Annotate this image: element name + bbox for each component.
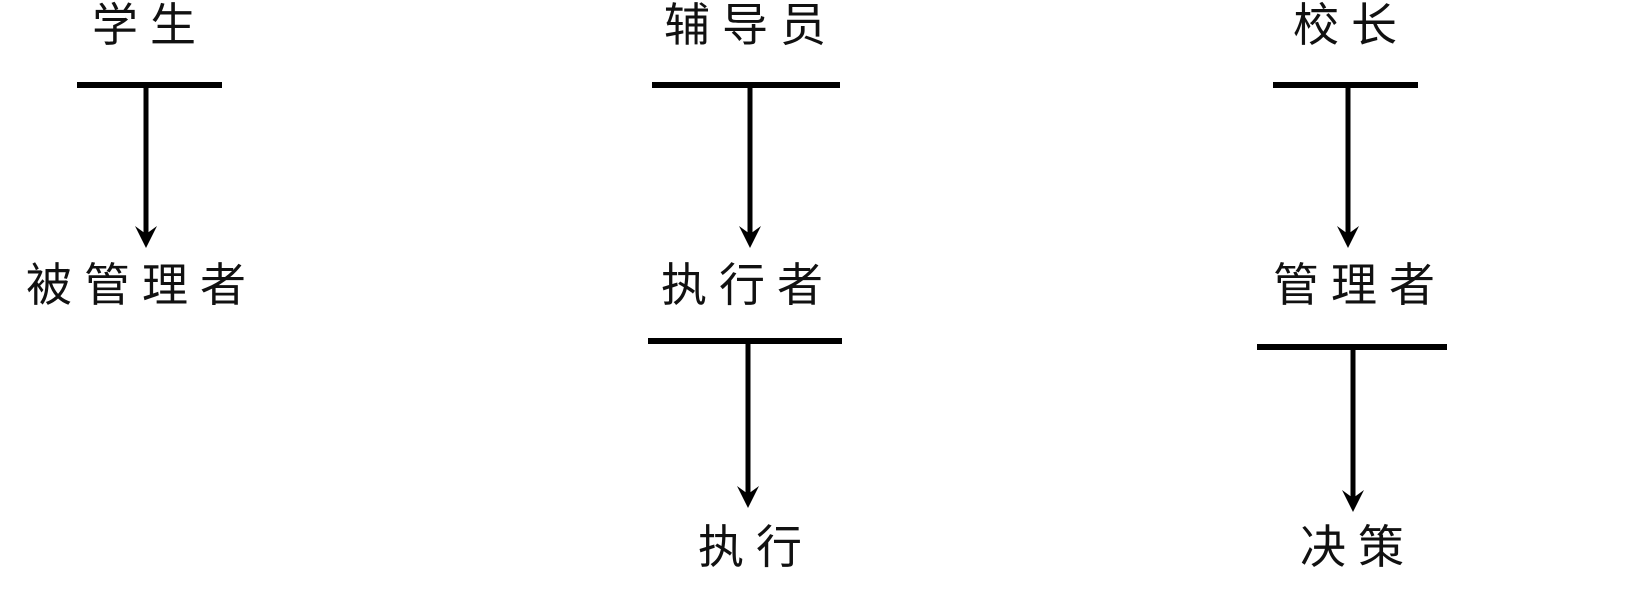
down-arrow-connector xyxy=(135,88,157,248)
label-student: 学生 xyxy=(92,0,208,51)
down-arrow-connector xyxy=(1337,88,1359,248)
label-managed: 被管理者 xyxy=(26,260,258,311)
label-executor: 执行者 xyxy=(661,260,835,311)
down-arrow-connector xyxy=(739,88,761,248)
underline-student xyxy=(77,82,222,88)
label-execute: 执行 xyxy=(698,522,814,573)
underline-principal xyxy=(1273,82,1418,88)
underline-counselor xyxy=(652,82,840,88)
down-arrow-connector xyxy=(1342,350,1364,512)
label-manager: 管理者 xyxy=(1273,260,1447,311)
underline-executor xyxy=(648,338,842,344)
down-arrow-connector xyxy=(737,344,759,508)
underline-manager xyxy=(1257,344,1447,350)
label-decision: 决策 xyxy=(1300,522,1416,573)
label-counselor: 辅导员 xyxy=(664,0,838,51)
label-principal: 校长 xyxy=(1293,0,1409,51)
